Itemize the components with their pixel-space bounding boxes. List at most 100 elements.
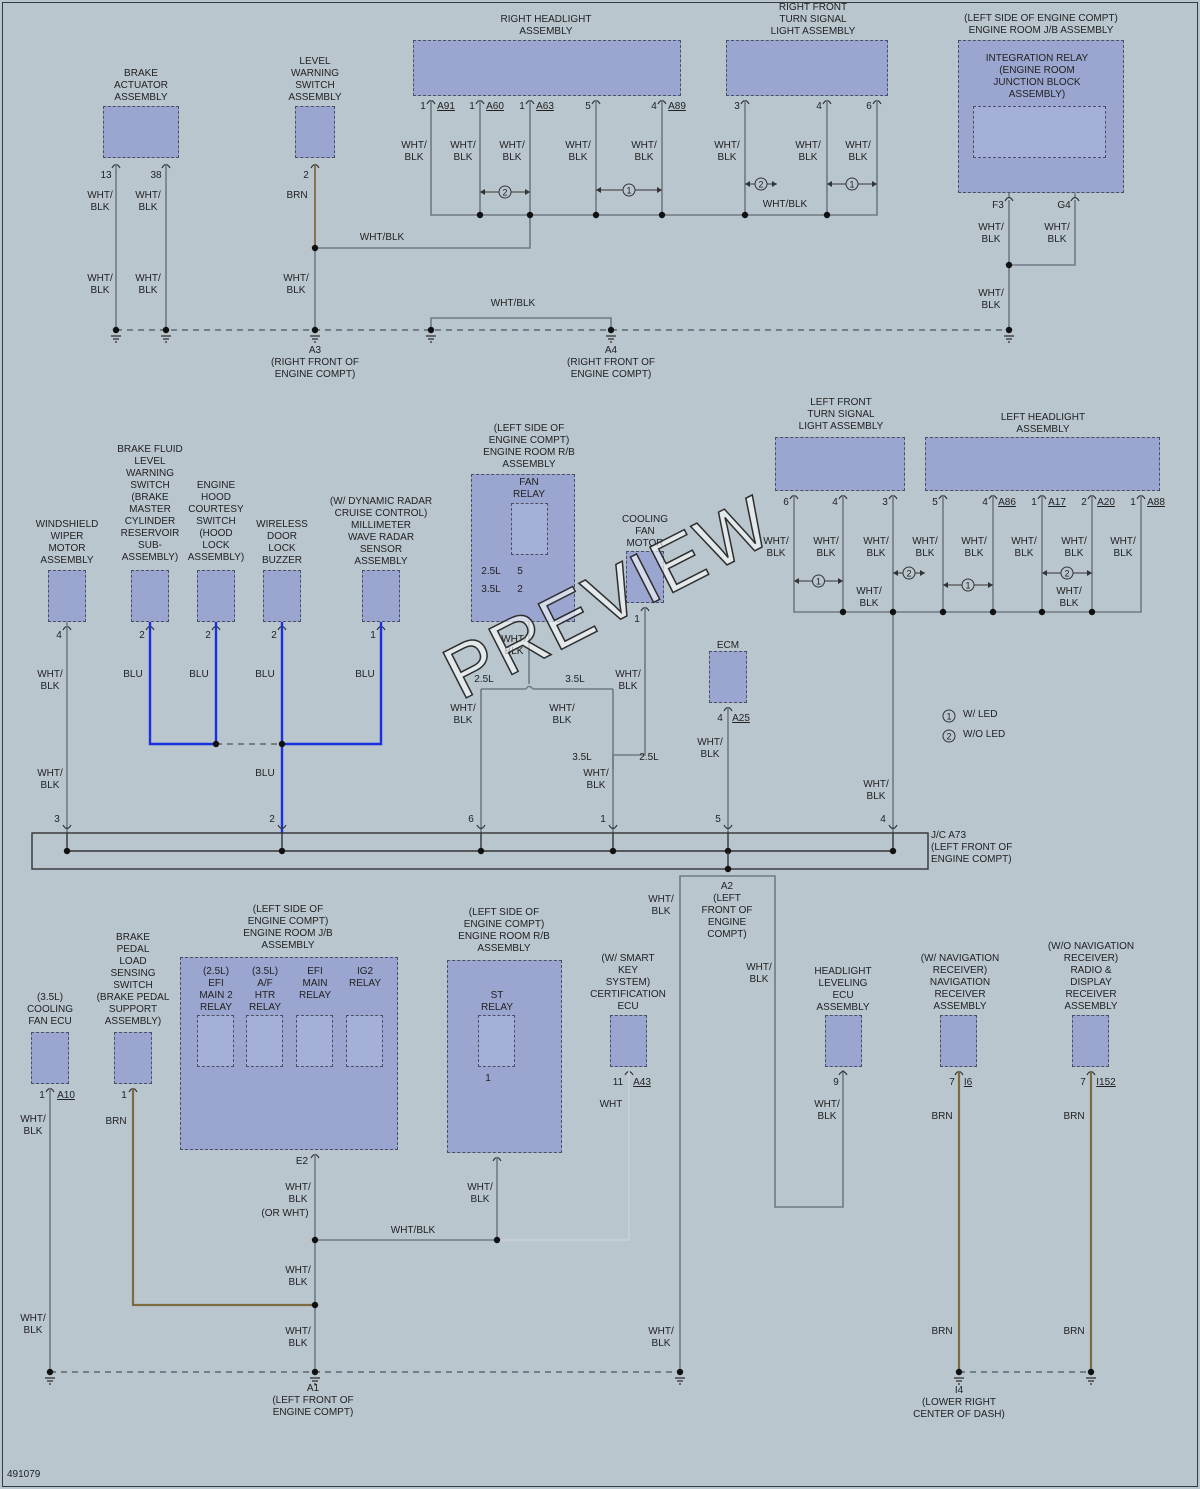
- wire-color-code: WHT/ BLK: [37, 768, 63, 791]
- right-headlight-module: [413, 40, 681, 96]
- variant-number-circle: [754, 177, 768, 191]
- headlight-leveling-ecu-module: [825, 1015, 862, 1067]
- brake-actuator-label: BRAKE ACTUATOR ASSEMBLY: [113, 68, 169, 103]
- wire-color-code: WHT/ BLK: [961, 536, 987, 559]
- integration-relay-label: INTEGRATION RELAY (ENGINE ROOM JUNCTION …: [985, 53, 1089, 100]
- brake-fluid-switch-label: BRAKE FLUID LEVEL WARNING SWITCH (BRAKE …: [117, 444, 183, 563]
- variant-number: 2: [1064, 569, 1069, 579]
- diagram-id: 491079: [7, 1469, 41, 1480]
- terminal-code: G4: [1057, 200, 1071, 211]
- engine-variant: 2.5L: [481, 566, 501, 577]
- pin-number: 1: [600, 814, 606, 825]
- variant-arrow: [772, 181, 777, 187]
- variant-arrow: [943, 582, 948, 588]
- splice-dot: [839, 608, 847, 616]
- variant-number: 2: [758, 180, 763, 190]
- wire-color-code: WHT/ BLK: [135, 273, 161, 296]
- wire-color-code: WHT/ BLK: [501, 634, 527, 657]
- pin-number: 5: [715, 814, 721, 825]
- wiper-motor-label: WINDSHIELD WIPER MOTOR ASSEMBLY: [35, 519, 99, 566]
- door-lock-buzzer-label: WIRELESS DOOR LOCK BUZZER: [256, 519, 308, 566]
- variant-arrow: [480, 189, 485, 195]
- connector-pin-mark: [723, 824, 733, 830]
- connector-code: I152: [1096, 1077, 1116, 1088]
- pin-number: 1: [121, 1090, 127, 1101]
- connector-pin-mark: [62, 824, 72, 830]
- wire-color-code: WHT/ BLK: [856, 586, 882, 609]
- wire-color-code: WHT/ BLK: [648, 894, 674, 917]
- wire-color-code: WHT/ BLK: [583, 768, 609, 791]
- splice-dot: [427, 326, 435, 334]
- engine-room-rb-location: (LEFT SIDE OF ENGINE COMPT) ENGINE ROOM …: [483, 423, 575, 470]
- wire-color-code: WHT/ BLK: [450, 703, 476, 726]
- variant-number-circle: [622, 183, 636, 197]
- pin-number: 1: [634, 614, 640, 625]
- pin-number: 9: [833, 1077, 839, 1088]
- connector-pin-mark: [1004, 196, 1014, 202]
- terminal-code: F3: [992, 200, 1004, 211]
- splice-dot: [526, 211, 534, 219]
- pin-number: 1: [370, 630, 376, 641]
- pin-number: 2: [1081, 497, 1087, 508]
- pin-number: 2: [517, 584, 523, 595]
- wire-color-code: WHT/ BLK: [615, 669, 641, 692]
- variant-arrow: [596, 187, 601, 193]
- st-relay-module: [478, 1015, 515, 1067]
- brake-fluid-switch-module: [131, 570, 169, 622]
- blue-wire: [282, 622, 383, 746]
- wire-color-code: WHT/ BLK: [1061, 536, 1087, 559]
- wire-color-code: WHT/ BLK: [549, 703, 575, 726]
- ground-a3-label: A3 (RIGHT FRONT OF ENGINE COMPT): [271, 345, 359, 380]
- ecm-label: ECM: [716, 640, 740, 651]
- ecm-module: [709, 651, 747, 703]
- splice-dot: [46, 1368, 54, 1376]
- wire-color-code: WHT/ BLK: [763, 536, 789, 559]
- variant-arrow: [525, 189, 530, 195]
- splice-dot: [889, 608, 897, 616]
- radar-sensor-label: (W/ DYNAMIC RADAR CRUISE CONTROL) MILLIM…: [329, 496, 433, 567]
- wire-color-code: BRN: [1063, 1111, 1085, 1122]
- left-headlight-label: LEFT HEADLIGHT ASSEMBLY: [1000, 412, 1086, 435]
- variant-number-circle: [498, 185, 512, 199]
- wire-color-code: WHT/ BLK: [450, 140, 476, 163]
- variant-number-circle: [961, 578, 975, 592]
- left-headlight-module: [925, 437, 1160, 491]
- wire-color-code: BRN: [1063, 1326, 1085, 1337]
- engine-variant: 3.5L: [565, 674, 585, 685]
- variant-arrow: [838, 578, 843, 584]
- variant-number: 2: [906, 569, 911, 579]
- wire-color-code: WHT/ BLK: [814, 1099, 840, 1122]
- integration-relay-module: [973, 106, 1106, 158]
- wire-color-code: WHT/BLK: [490, 298, 536, 309]
- splice-dot: [1088, 608, 1096, 616]
- pin-number: 3: [882, 497, 888, 508]
- wire-color-code: BLU: [189, 669, 209, 680]
- variant-arrow: [827, 181, 832, 187]
- pin-number: 2: [269, 814, 275, 825]
- wire-color-code: BLU: [355, 669, 375, 680]
- wire-color-note: (OR WHT): [261, 1208, 309, 1219]
- legend-symbol-two: [942, 729, 956, 743]
- pin-number: 7: [1080, 1077, 1086, 1088]
- wire-color-code: WHT/ BLK: [697, 737, 723, 760]
- splice-dot: [1087, 1368, 1095, 1376]
- wire-color-code: WHT/ BLK: [1011, 536, 1037, 559]
- variant-number-circle: [1060, 566, 1074, 580]
- pin-number: 1: [39, 1090, 45, 1101]
- variant-arrow: [794, 578, 799, 584]
- pin-number: 4: [717, 713, 723, 724]
- wire-segment: [430, 100, 878, 216]
- splice-dot: [311, 244, 319, 252]
- splice-dot: [609, 847, 617, 855]
- st-relay-label: ST RELAY: [480, 990, 514, 1013]
- pin-number: 2: [139, 630, 145, 641]
- pin-number: 1: [420, 101, 426, 112]
- pin-number: 4: [816, 101, 822, 112]
- wire-color-code: WHT/ BLK: [978, 288, 1004, 311]
- level-warning-switch-module: [295, 106, 335, 158]
- splice-dot: [311, 1301, 319, 1309]
- wire-color-code: WHT/ BLK: [565, 140, 591, 163]
- connector-code: A88: [1147, 497, 1165, 508]
- variant-arrow: [1042, 570, 1047, 576]
- wire-color-code: WHT/ BLK: [863, 779, 889, 802]
